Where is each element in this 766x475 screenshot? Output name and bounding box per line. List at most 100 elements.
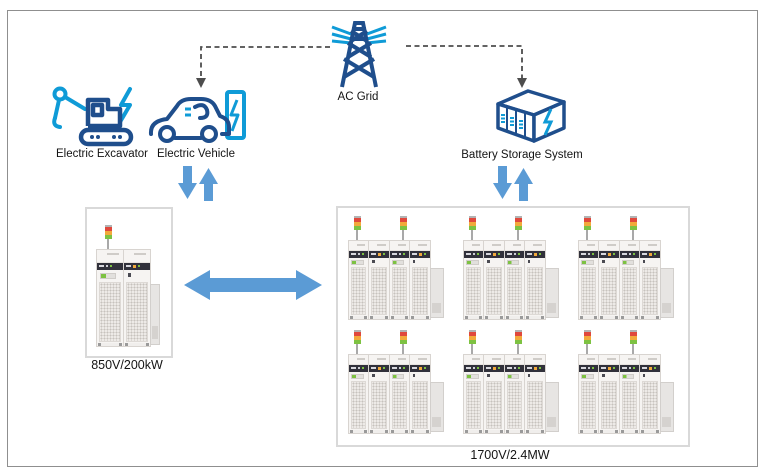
cabinet-top-panel — [579, 241, 599, 252]
indicator-light — [654, 367, 657, 370]
lamp-segment — [399, 340, 407, 344]
lamp-segment — [583, 332, 591, 336]
signal-tower-light-icon — [468, 216, 476, 240]
lamp-pole — [471, 344, 474, 354]
cabinet-label-strip — [349, 372, 368, 380]
up-arrow-icon — [199, 168, 218, 201]
cabinet-control-band — [123, 262, 150, 271]
indicator-light — [649, 252, 653, 256]
cabinet-top-panel — [619, 241, 640, 252]
cabinet-label-strip — [410, 258, 429, 266]
lamp-segment — [353, 218, 361, 222]
cabinet-label-strip — [349, 258, 368, 266]
transmission-tower-icon — [331, 21, 387, 88]
cabinet-vent-panel — [506, 381, 523, 429]
cabinet-top-panel — [619, 355, 640, 366]
lamp-pole — [632, 344, 635, 354]
signal-tower-light-icon — [514, 216, 522, 240]
cabinet-vent-panel — [412, 267, 428, 315]
down-arrowhead-icon — [517, 78, 527, 88]
inverter-cabinet — [578, 330, 675, 434]
indicator-light — [649, 366, 653, 370]
cabinet-vent-panel — [351, 267, 367, 315]
cabinet-label-strip — [124, 270, 150, 280]
indicator-light — [588, 253, 590, 256]
lamp-segment — [514, 216, 522, 218]
cabinet-section — [524, 354, 546, 434]
indicator-light — [534, 366, 538, 370]
cabinet-control-band — [369, 365, 389, 372]
cabinet-top-panel — [504, 355, 525, 366]
cabinet-control-band — [410, 251, 430, 258]
lamp-segment — [583, 336, 591, 340]
lamp-segment — [583, 216, 591, 218]
lamp-segment — [468, 226, 476, 230]
cabinet-control-band — [525, 251, 545, 258]
signal-tower-light-icon — [353, 330, 361, 354]
indicator-light — [383, 367, 386, 370]
cabinet-control-band — [619, 251, 640, 258]
lamp-segment — [353, 336, 361, 340]
cabinet-vent-panel — [621, 267, 638, 315]
lamp-segment — [353, 332, 361, 336]
cabinet-top-panel — [484, 355, 504, 366]
lamp-segment — [468, 332, 476, 336]
indicator-light — [378, 366, 382, 370]
cabinet-vent-panel — [642, 267, 658, 315]
cabinet-vent-panel — [412, 381, 428, 429]
cabinet-control-band — [484, 365, 504, 372]
lamp-segment — [468, 218, 476, 222]
cabinet-top-panel — [97, 250, 123, 263]
cabinet-vent-panel — [527, 381, 543, 429]
cabinet-section — [618, 240, 641, 320]
cabinet-section — [503, 354, 526, 434]
lamp-segment — [399, 330, 407, 332]
indicator-light — [601, 367, 607, 370]
lamp-pole — [517, 344, 520, 354]
lamp-pole — [107, 239, 110, 249]
cabinet-body — [578, 354, 675, 434]
lamp-segment — [629, 330, 637, 332]
lamp-segment — [629, 340, 637, 344]
excavator-icon — [52, 86, 134, 147]
cabinet-top-panel — [640, 241, 660, 252]
lamp-segment — [629, 222, 637, 226]
cabinet-label-strip — [525, 258, 544, 266]
cabinet-control-band — [464, 365, 484, 372]
cabinet-label-strip — [390, 258, 409, 266]
cabinet-section — [409, 240, 431, 320]
lamp-segment — [583, 340, 591, 344]
cabinet-top-panel — [369, 355, 389, 366]
cabinet-side-unit — [429, 382, 445, 432]
cabinet-section — [368, 354, 390, 434]
indicator-light — [588, 367, 590, 370]
cabinet-control-band — [525, 365, 545, 372]
cabinet-section — [618, 354, 641, 434]
indicator-light — [592, 367, 594, 370]
cabinet-vent-panel — [486, 267, 502, 315]
down-arrowhead-icon — [196, 78, 206, 88]
cabinet-section — [348, 354, 370, 434]
indicator-light — [477, 253, 479, 256]
lamp-pole — [356, 344, 359, 354]
cabinet-body — [578, 240, 675, 320]
indicator-light — [351, 367, 356, 370]
cabinet-vent-panel — [99, 281, 121, 342]
cabinet-top-panel — [410, 355, 430, 366]
cabinet-control-band — [640, 365, 660, 372]
cabinet-control-band — [599, 251, 619, 258]
cabinet-top-panel — [599, 355, 619, 366]
indicator-light — [477, 367, 479, 370]
cabinet-label-strip — [579, 372, 598, 380]
cabinet-label-strip — [505, 372, 524, 380]
cabinet-label-strip — [464, 258, 483, 266]
indicator-light — [601, 253, 607, 256]
indicator-light — [402, 367, 405, 370]
cabinet-section — [598, 240, 620, 320]
cabinet-top-panel — [525, 355, 545, 366]
cabinet-vent-panel — [466, 267, 482, 315]
cabinet-control-band — [349, 251, 369, 258]
indicator-light — [110, 265, 112, 268]
cabinet-label-strip — [369, 372, 388, 380]
signal-tower-light-icon — [629, 330, 637, 354]
